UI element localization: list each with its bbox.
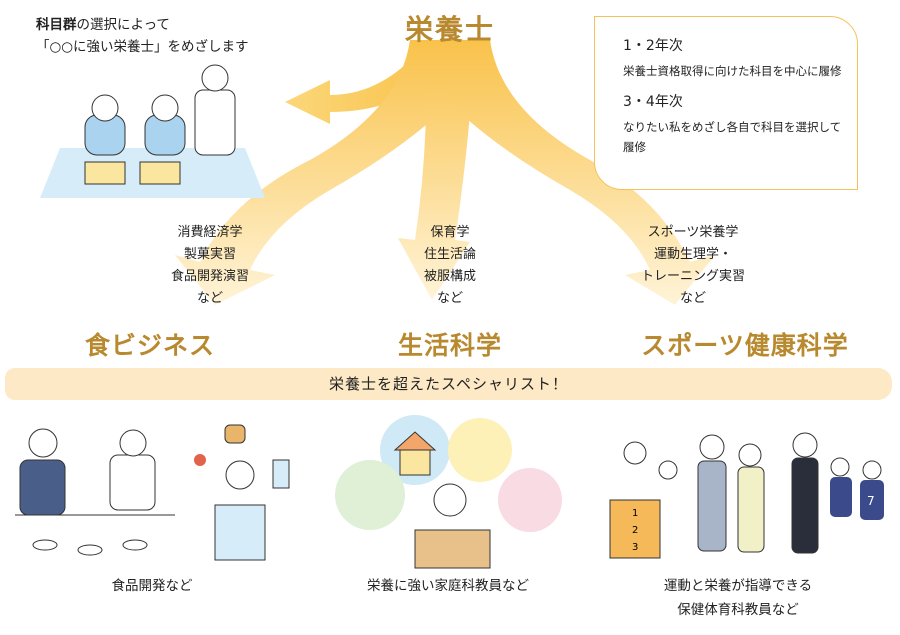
subject: スポーツ栄養学 — [647, 225, 739, 240]
arrow-down-left — [175, 40, 490, 305]
caption-line: 食品開発など — [111, 578, 193, 594]
category-sports-health: スポーツ健康科学 — [641, 331, 849, 360]
category-food-business: 食ビジネス — [84, 331, 215, 360]
specialist-banner: 栄養士を超えたスペシャリスト！ — [5, 368, 892, 400]
subject: 保育学 — [430, 225, 470, 240]
subject: トレーニング実習 — [640, 269, 745, 284]
curriculum-info-box: 1・2年次 栄養士資格取得に向けた科目を中心に履修 3・4年次 なりたい私をめざ… — [594, 16, 858, 190]
subject: 住生活論 — [423, 247, 476, 262]
caption-life-science: 栄養に強い家庭科教員など — [318, 574, 578, 598]
step-label: 1 — [632, 508, 638, 519]
subject: 運動生理学・ — [653, 247, 732, 262]
subject: など — [679, 291, 706, 306]
subject: など — [436, 291, 463, 306]
home-economics-illustration — [335, 415, 562, 569]
info-heading-1: 1・2年次 — [623, 38, 683, 54]
arrow-down-right — [410, 40, 715, 305]
step-label: 2 — [632, 525, 638, 536]
caption-line: 運動と栄養が指導できる — [663, 578, 813, 594]
sports-teacher-illustration: 1 2 3 7 — [609, 432, 884, 559]
caption-line: 保健体育科教員など — [677, 602, 799, 618]
caption-sports-health: 運動と栄養が指導できる 保健体育科教員など — [608, 574, 868, 622]
intro-line2: 「○○に強い栄養士」をめざします — [36, 39, 249, 55]
subjects-food-business: 消費経済学 製菓実習 食品開発演習 など — [130, 222, 290, 310]
info-text-1: 栄養士資格取得に向けた科目を中心に履修 — [623, 64, 842, 78]
intro-text: 科目群の選択によって 「○○に強い栄養士」をめざします — [36, 14, 249, 58]
subjects-life-science: 保育学 住生活論 被服構成 など — [370, 222, 530, 310]
subject: 消費経済学 — [177, 225, 243, 240]
subjects-sports-health: スポーツ栄養学 運動生理学・ トレーニング実習 など — [613, 222, 773, 310]
subject: 被服構成 — [423, 269, 476, 284]
caption-line: 栄養に強い家庭科教員など — [367, 578, 529, 594]
jersey-number: 7 — [867, 494, 875, 508]
intro-bold: 科目群 — [36, 17, 77, 33]
subject: 食品開発演習 — [170, 269, 249, 284]
subject: など — [196, 291, 223, 306]
step-label: 3 — [632, 542, 638, 553]
dining-illustration — [40, 64, 265, 198]
caption-food-business: 食品開発など — [22, 574, 282, 598]
info-text-2: なりたい私をめざし各自で科目を選択して履修 — [623, 120, 842, 154]
category-life-science: 生活科学 — [397, 331, 502, 360]
arrow-left — [285, 50, 440, 124]
info-heading-2: 3・4年次 — [623, 94, 683, 110]
page-title: 栄養士 — [404, 13, 495, 46]
intro-line1: の選択によって — [76, 17, 170, 33]
food-development-illustration — [15, 424, 290, 561]
subject: 製菓実習 — [183, 247, 236, 262]
